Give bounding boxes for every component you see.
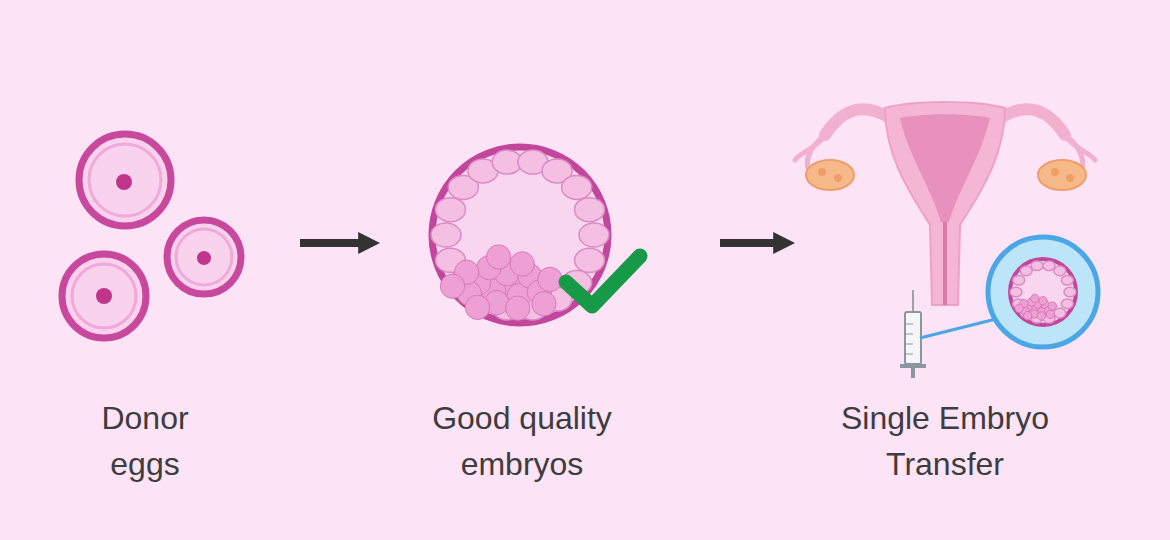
stage-label: Donor eggs — [70, 395, 220, 488]
flow-arrow — [300, 239, 367, 247]
check-mark — [566, 256, 640, 306]
stage-label: Single Embryo Transfer — [800, 395, 1090, 488]
donor-eggs-picture — [62, 134, 241, 338]
zoomed-embryo — [1010, 259, 1076, 325]
zoom-leader — [920, 318, 1000, 338]
flow-arrow — [720, 239, 782, 247]
stage-node: Donor eggs — [40, 120, 300, 510]
stage-label: Good quality embryos — [402, 395, 642, 488]
syringe — [900, 290, 926, 378]
zoom-circle — [988, 237, 1098, 347]
stage-node: Good quality embryos — [380, 120, 720, 510]
stage-node: Single Embryo Transfer — [795, 80, 1135, 510]
